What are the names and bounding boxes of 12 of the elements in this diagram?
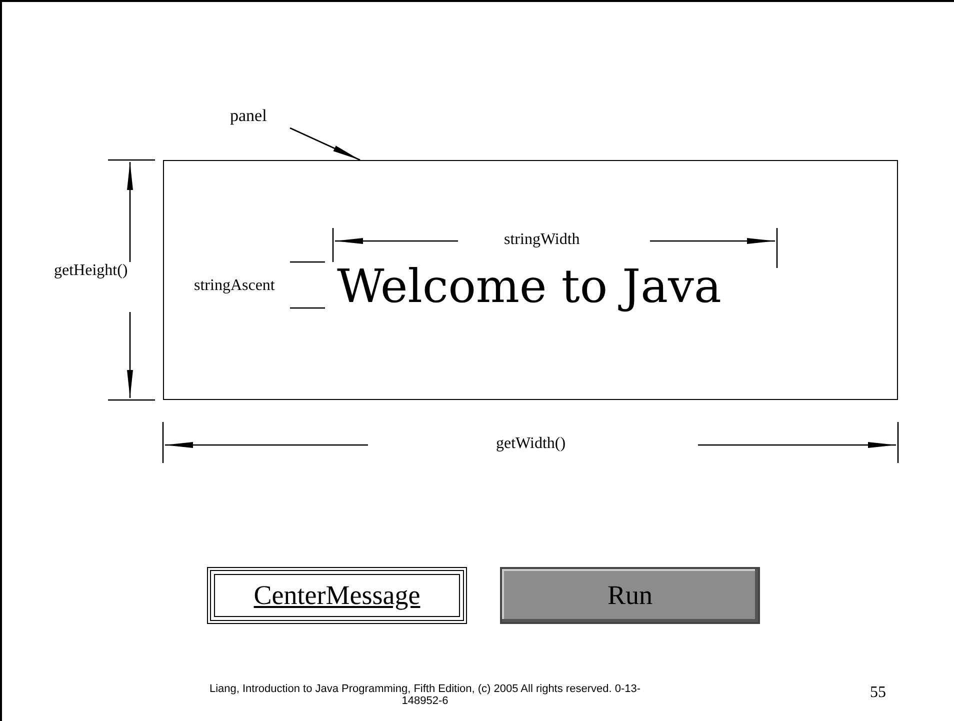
footer-text: Liang, Introduction to Java Programming, Fifth Edition, (c) 2005 All rights reserved. 0-13-148952-6 [208,683,642,707]
display-text: Welcome to Java [337,258,722,315]
dimension-label: getWidth() [496,435,566,453]
panel-frame [163,160,898,400]
page-number: 55 [870,684,886,702]
leader-line [290,127,360,161]
dimension-label: stringAscent [194,277,275,295]
button: Run [500,567,760,624]
dimension-label: stringWidth [504,231,580,249]
button: CenterMessage [207,567,467,624]
callout-label: panel [230,106,290,128]
dimension-label: getHeight() [54,262,128,280]
